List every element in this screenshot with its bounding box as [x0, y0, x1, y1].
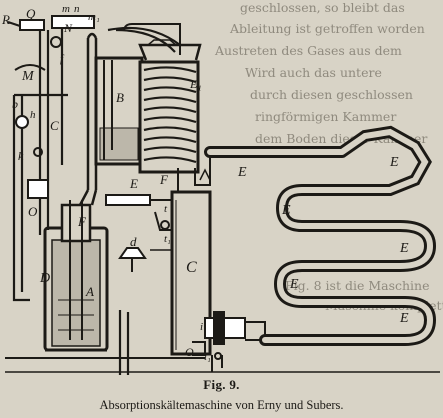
label-C-left: C: [50, 118, 59, 133]
label-i: i: [200, 321, 203, 333]
label-E-coil-5: Ε: [289, 277, 299, 292]
label-M: M: [21, 69, 35, 84]
label-m1: m₁: [88, 11, 100, 23]
label-O: O: [28, 204, 38, 219]
label-E-coil-3: Ε: [281, 203, 291, 218]
label-O-bottom: O: [185, 345, 194, 359]
bg-line-1: geschlossen, so bleibt das: [240, 0, 405, 15]
label-Q: Q: [26, 6, 36, 21]
absorber-vessel: [43, 200, 109, 352]
central-tube: [78, 32, 98, 206]
label-F-top: F: [159, 172, 169, 187]
label-D: D: [39, 271, 50, 286]
evaporator-serpentine: [204, 125, 437, 346]
cylinder-C: [170, 168, 212, 356]
top-valve-assembly: [7, 15, 95, 199]
label-N: N: [63, 21, 73, 35]
label-t1: t₁: [164, 233, 171, 245]
label-R: R: [1, 12, 10, 27]
bg-line-8: Fig. 8 ist die Maschine: [285, 278, 430, 293]
label-i1: i₁: [204, 351, 211, 363]
label-A: A: [85, 284, 94, 299]
label-k: k: [18, 149, 24, 163]
label-E-coil-6: Ε: [399, 311, 409, 326]
label-E-coil-4: Ε: [399, 241, 409, 256]
bg-line-2: Ableitung ist getroffen worden: [229, 21, 425, 36]
pump-assembly: [192, 311, 266, 372]
label-F-low: F: [77, 214, 87, 229]
label-B: B: [116, 90, 124, 105]
labels: R Q m n m₁ N M f b h C k O B E₁ E F F d …: [1, 3, 409, 363]
stand-d: [118, 247, 147, 272]
bg-line-5: durch diesen geschlossen: [250, 87, 413, 102]
bg-line-4: Wird auch das untere: [245, 65, 382, 80]
label-n: n: [74, 3, 80, 15]
label-E-coil-1: Ε: [237, 165, 247, 180]
label-E1: E₁: [189, 77, 202, 91]
bg-line-3: Austreten des Gases aus dem: [214, 43, 402, 58]
label-d: d: [130, 234, 137, 249]
label-E-coil-2: Ε: [389, 155, 399, 170]
label-C: C: [186, 259, 197, 276]
connecting-pipes: [105, 147, 214, 251]
label-h: h: [30, 109, 36, 121]
receiver-B: [94, 23, 181, 166]
label-m: m: [62, 3, 70, 15]
label-t: t: [164, 203, 168, 215]
condenser-coil: [138, 39, 202, 174]
figure-label: Fig. 9.: [203, 377, 240, 392]
label-f: f: [60, 53, 65, 65]
label-b: b: [12, 97, 18, 111]
figure-caption: Absorptionskältemaschine von Erny und Su…: [99, 398, 344, 412]
bg-line-6: ringförmigen Kammer: [255, 109, 396, 124]
label-E: E: [129, 176, 138, 191]
